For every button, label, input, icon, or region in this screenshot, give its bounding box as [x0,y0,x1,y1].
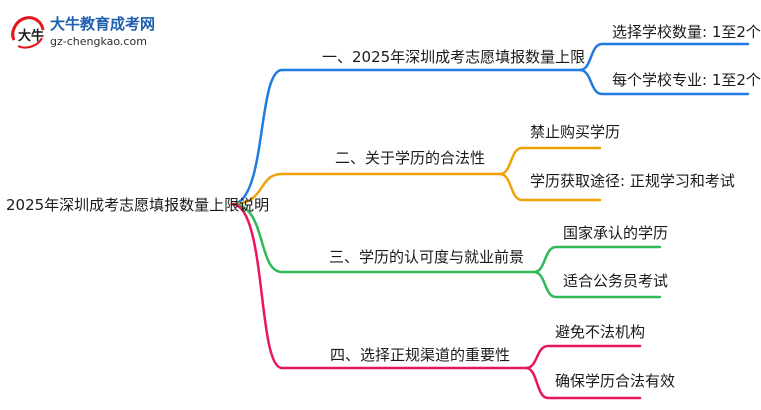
leaf-connector-4-1 [524,344,642,370]
leaf-label-2-1: 禁止购买学历 [530,123,621,141]
leaf-connector-2-2 [498,172,602,202]
leaf-label-4-2: 确保学历合法有效 [555,372,676,390]
branch-connector-1 [230,68,284,206]
branch-connector-3 [230,202,284,274]
bull-logo-icon: 大牛 [11,16,45,49]
leaf-label-3-1: 国家承认的学历 [563,224,669,242]
branch-label-1: 一、2025年深圳成考志愿填报数量上限 [322,48,586,66]
leaf-connector-4-2 [524,366,642,400]
logo-subtitle: gz-chengkao.com [50,35,147,48]
leaf-connector-2-1 [498,146,602,176]
leaf-connector-1-2 [578,68,750,96]
root-node-label: 2025年深圳成考志愿填报数量上限说明 [6,196,270,214]
branch-label-2: 二、关于学历的合法性 [335,149,486,167]
leaf-connector-3-1 [532,245,662,274]
leaf-label-3-2: 适合公务员考试 [563,272,669,290]
leaf-label-1-2: 每个学校专业: 1至2个 [612,71,761,89]
leaf-connector-3-2 [532,270,662,299]
branch-connector-4 [230,202,284,370]
branch-label-4: 四、选择正规渠道的重要性 [330,346,511,364]
leaf-label-2-2: 学历获取途径: 正规学习和考试 [530,172,735,190]
leaf-label-4-1: 避免不法机构 [555,323,646,341]
logo-title: 大牛教育成考网 [50,15,156,33]
branch-label-3: 三、学历的认可度与就业前景 [329,248,525,266]
connector-lines [3,42,750,400]
site-logo[interactable]: 大牛 大牛教育成考网 gz-chengkao.com [8,10,168,56]
leaf-connector-1-1 [578,42,750,72]
logo-mark-text: 大牛 [18,28,44,44]
branch-connector-2 [230,172,284,206]
leaf-label-1-1: 选择学校数量: 1至2个 [612,23,761,41]
